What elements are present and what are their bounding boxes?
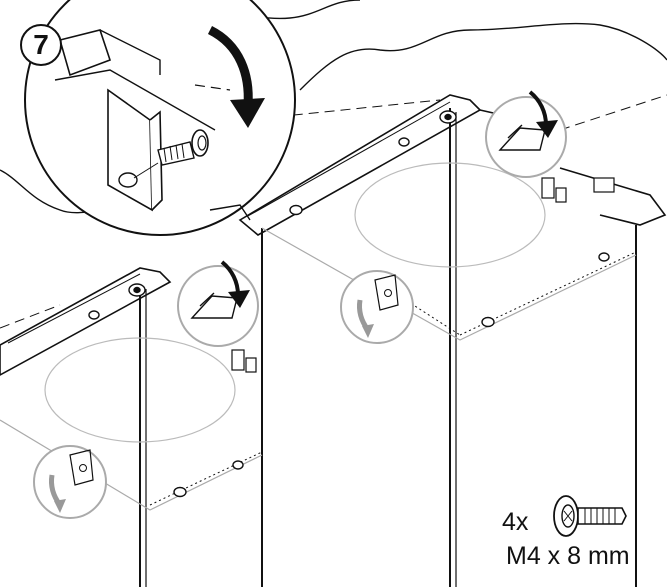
step-number-badge: 7 (20, 24, 62, 66)
alignment-line-right (559, 94, 667, 131)
screw-icon (553, 495, 627, 537)
right-cabinet-ellipse (354, 162, 546, 268)
alignment-line-left (0, 304, 61, 329)
right-cabinet-connector (541, 177, 615, 203)
right-cabinet (238, 94, 667, 587)
left-cabinet-ellipse (44, 337, 236, 443)
right-rotate-callout (340, 270, 414, 344)
right-cabinet-holes (289, 110, 610, 328)
left-detail-callout (177, 260, 259, 347)
left-rotate-callout (33, 445, 107, 519)
left-cabinet-holes (88, 283, 244, 498)
hardware-quantity: 4x (502, 508, 529, 536)
hardware-size: M4 x 8 mm (506, 542, 630, 570)
right-detail-callout (485, 90, 567, 178)
detail-screw-icon (133, 129, 209, 179)
step-detail-callout (24, 0, 296, 236)
left-cabinet-connector (231, 349, 257, 373)
